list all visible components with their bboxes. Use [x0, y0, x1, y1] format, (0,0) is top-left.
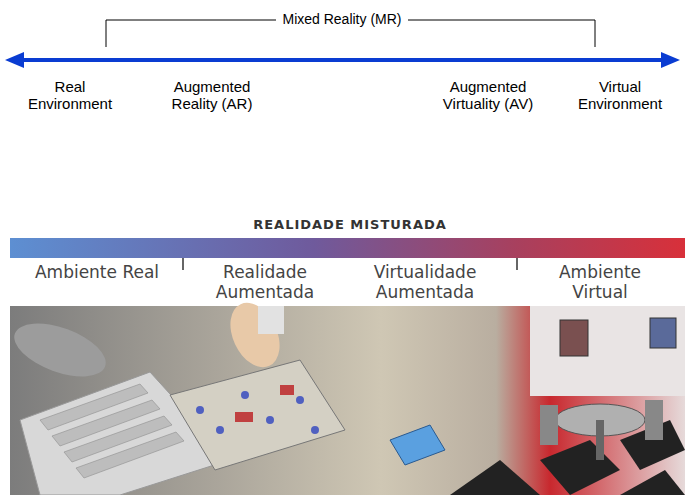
- continuum-label: Augmented Reality (AR): [156, 78, 268, 112]
- continuum-label: Real Environment: [14, 78, 126, 112]
- bar-label: Ambiente Virtual: [530, 262, 670, 302]
- bar-label: Ambiente Real: [22, 262, 172, 282]
- continuum-label: Augmented Virtuality (AV): [426, 78, 550, 112]
- continuum-arrow: [5, 52, 680, 68]
- bar-heading: REALIDADE MISTURADA: [253, 217, 447, 232]
- photo-collage: [7, 295, 685, 495]
- bar-label: Virtualidade Aumentada: [350, 262, 500, 302]
- mr-heading: Mixed Reality (MR): [276, 11, 407, 27]
- continuum-label: Virtual Environment: [564, 78, 676, 112]
- bar-label: Realidade Aumentada: [195, 262, 335, 302]
- gradient-bar: [10, 238, 685, 258]
